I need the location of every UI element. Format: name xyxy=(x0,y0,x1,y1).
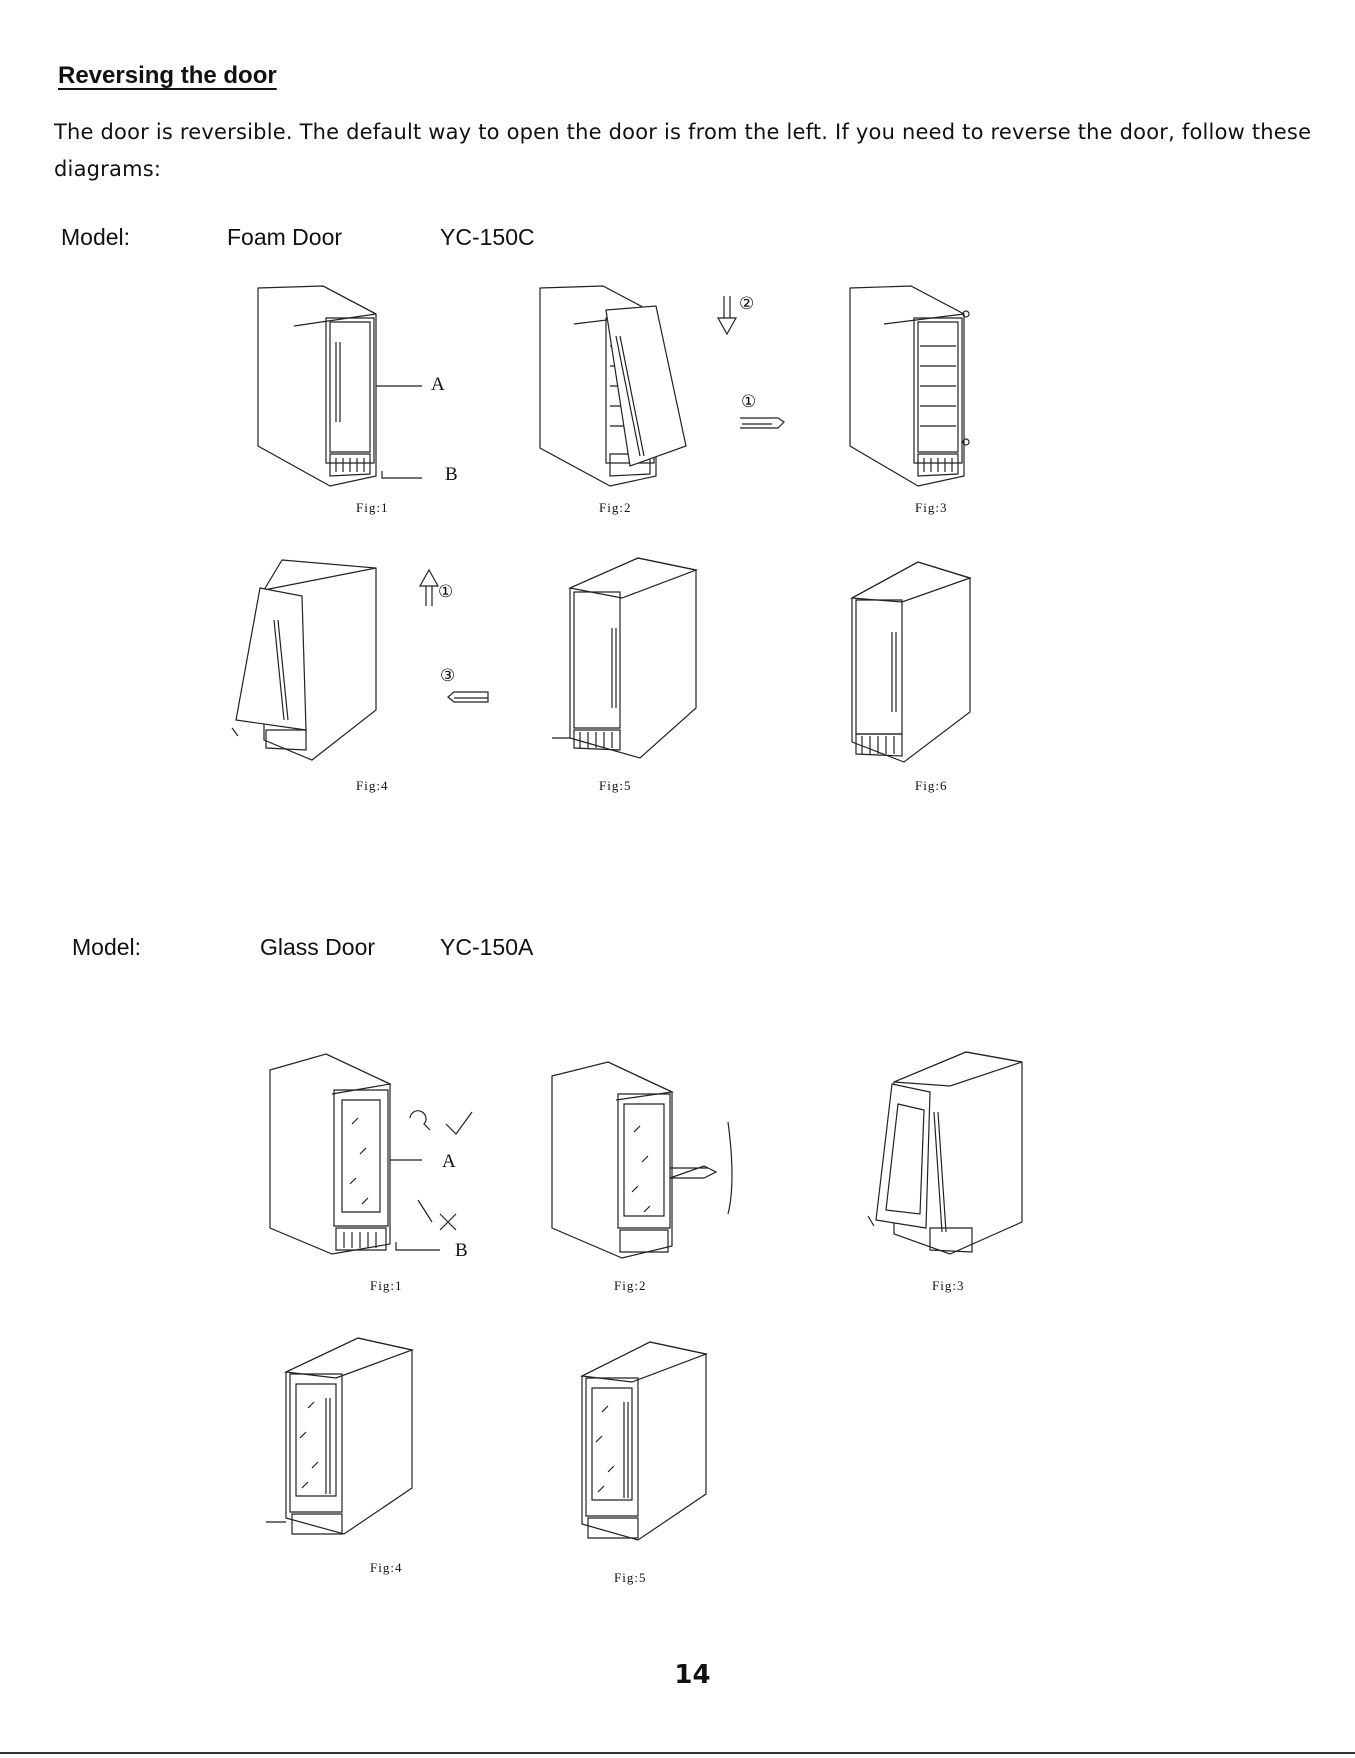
foam-fig2-caption: Fig:2 xyxy=(599,500,631,516)
foam-fig3-caption: Fig:3 xyxy=(915,500,947,516)
foam-fig5-caption: Fig:5 xyxy=(599,778,631,794)
glass-callout-a: A xyxy=(442,1151,456,1173)
foam-fig4-caption: Fig:4 xyxy=(356,778,388,794)
foam-callout-a: A xyxy=(431,374,445,396)
foam-fig2-diagram xyxy=(538,286,738,486)
step-marker-2: ② xyxy=(739,294,754,314)
foam-arrows-fig4 xyxy=(414,566,494,716)
page-bottom-rule xyxy=(0,1752,1355,1754)
model-name-foam: Foam Door xyxy=(227,224,342,251)
glass-fig2-diagram xyxy=(552,1062,752,1262)
model-label-foam: Model: xyxy=(61,224,130,251)
glass-fig1-caption: Fig:1 xyxy=(370,1278,402,1294)
model-name-glass: Glass Door xyxy=(260,934,375,961)
foam-fig4-diagram xyxy=(224,560,424,760)
glass-fig5-diagram xyxy=(578,1342,778,1542)
foam-fig1-caption: Fig:1 xyxy=(356,500,388,516)
glass-fig2-caption: Fig:2 xyxy=(614,1278,646,1294)
glass-callout-b: B xyxy=(455,1240,468,1262)
glass-fig3-diagram xyxy=(862,1052,1062,1252)
page-number: 14 xyxy=(0,1660,1355,1690)
model-code-glass: YC-150A xyxy=(440,934,533,961)
glass-fig4-diagram xyxy=(264,1338,464,1538)
intro-paragraph: The door is reversible. The default way … xyxy=(54,114,1314,188)
model-label-glass: Model: xyxy=(72,934,141,961)
foam-fig6-caption: Fig:6 xyxy=(915,778,947,794)
glass-fig4-caption: Fig:4 xyxy=(370,1560,402,1576)
model-code-foam: YC-150C xyxy=(440,224,535,251)
glass-fig1-diagram xyxy=(270,1054,470,1254)
foam-fig3-diagram xyxy=(846,286,1046,486)
foam-callout-b: B xyxy=(445,464,458,486)
step-marker-3: ③ xyxy=(440,666,455,686)
foam-fig6-diagram xyxy=(848,562,1048,762)
step-marker-1: ① xyxy=(741,392,756,412)
foam-fig5-diagram xyxy=(550,558,750,758)
glass-fig5-caption: Fig:5 xyxy=(614,1570,646,1586)
glass-fig3-caption: Fig:3 xyxy=(932,1278,964,1294)
step-marker-1b: ① xyxy=(438,582,453,602)
page-title: Reversing the door xyxy=(58,62,277,90)
foam-fig1-diagram xyxy=(258,286,458,486)
